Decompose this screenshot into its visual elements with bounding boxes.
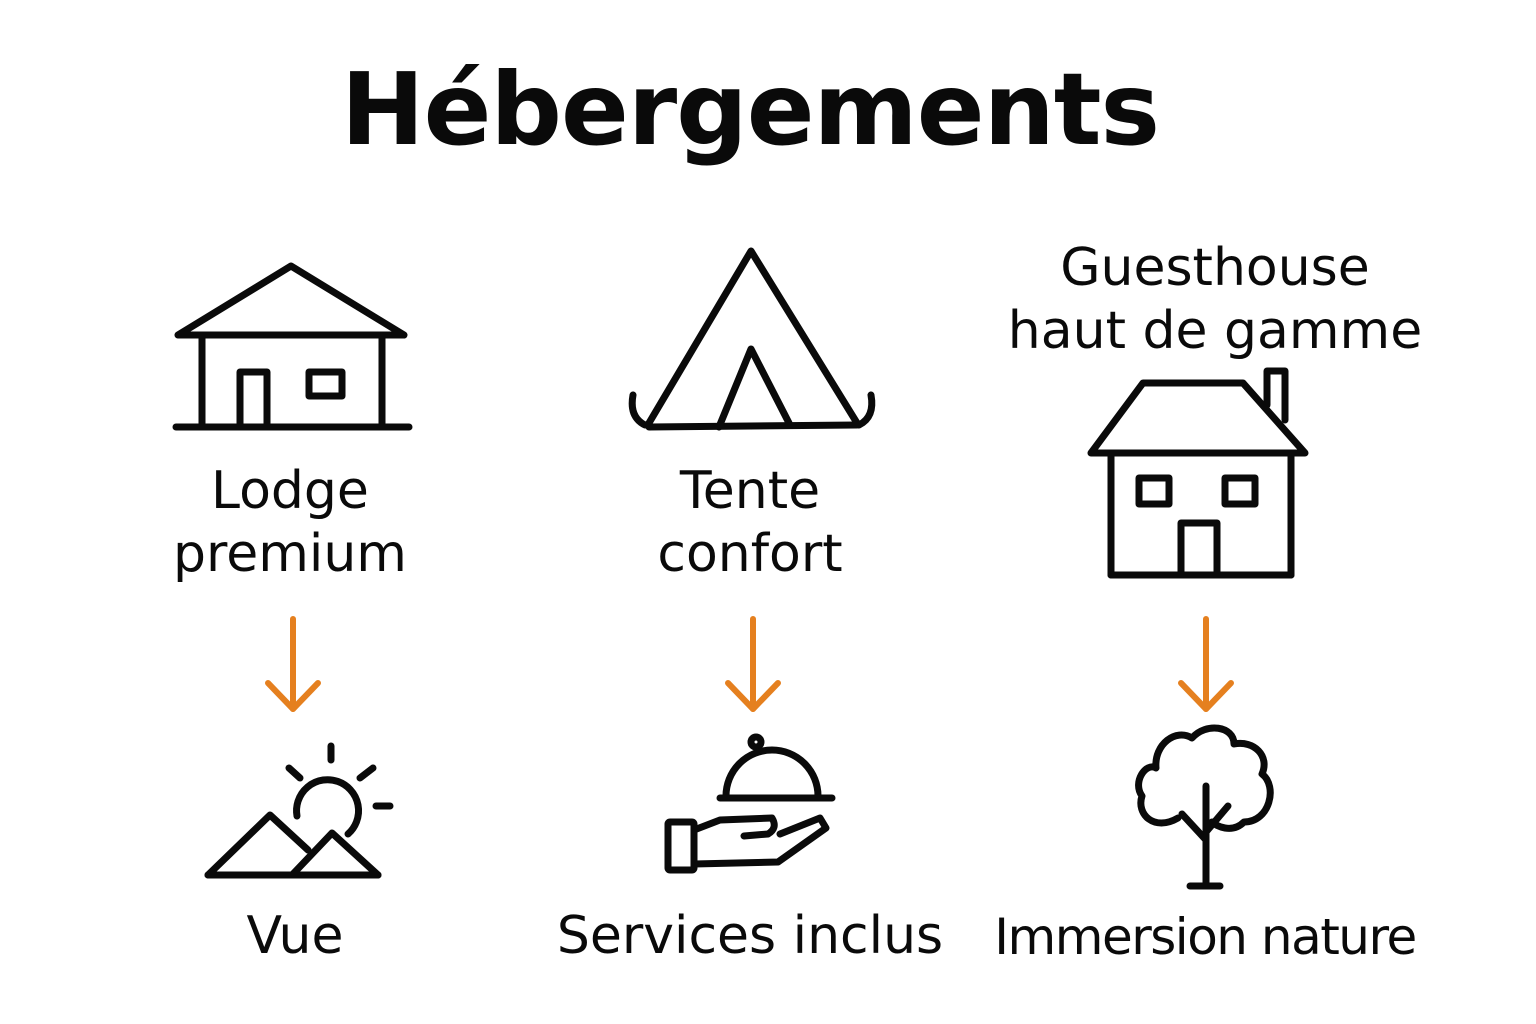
tree-icon: [1135, 724, 1274, 890]
house-chimney-icon: [1087, 367, 1309, 579]
arrow-down-icon: [725, 616, 781, 712]
cloche-hand-icon: [664, 733, 836, 874]
services-inclus-label: Services inclus: [556, 906, 944, 966]
page-title: Hébergements: [340, 51, 1160, 168]
tente-confort-label: Tente confort: [657, 461, 843, 585]
arrow-down-icon: [1178, 616, 1234, 712]
arrow-down-icon: [265, 616, 321, 712]
guesthouse-label: Guesthouse haut de gamme: [1007, 238, 1423, 362]
tent-icon: [628, 247, 876, 431]
vue-label: Vue: [246, 906, 344, 966]
mountain-sun-icon: [204, 742, 394, 879]
lodge-house-icon: [172, 262, 413, 431]
lodge-premium-label: Lodge premium: [173, 461, 407, 585]
immersion-nature-label: Immersion nature: [994, 908, 1417, 966]
